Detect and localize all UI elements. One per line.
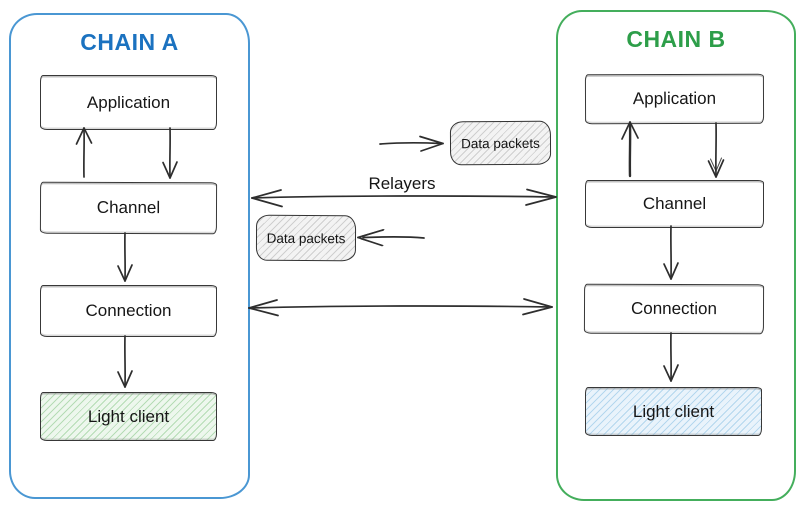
chain-a-light-client-box: Light client [40,392,217,441]
chain-b-light-client-box: Light client [585,387,762,436]
data-packets-bottom-box: Data packets [255,214,357,262]
arrow-to-data-packets-top [379,135,444,152]
chain-a-container: CHAIN A Application Channel Connection L… [9,13,250,499]
chain-a-channel-box: Channel [39,181,218,235]
chain-b-channel-box: Channel [585,180,764,228]
chain-a-connection-box: Connection [40,285,217,337]
chain-a-title: CHAIN A [80,29,179,55]
chain-b-container: CHAIN B Application Channel Connection L… [556,10,796,501]
arrow-to-data-packets-bottom [357,229,425,247]
chain-b-title: CHAIN B [626,26,726,52]
chain-a-application-box: Application [40,75,217,130]
data-packets-top-box: Data packets [449,120,552,166]
arrow-connection-a-connection-b [248,298,553,317]
relayers-label: Relayers [368,174,436,193]
chain-b-application-box: Application [584,73,765,125]
chain-b-connection-box: Connection [583,283,765,335]
